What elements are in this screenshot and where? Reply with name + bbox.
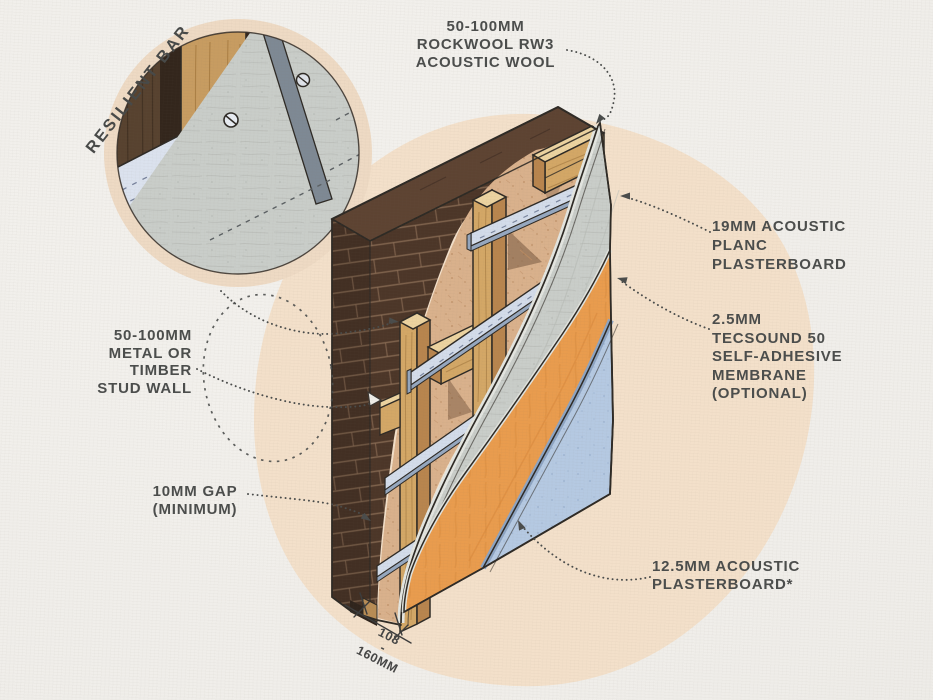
- label-line: 10MM GAP: [152, 483, 238, 500]
- arrow-tecsound: [617, 277, 628, 284]
- label-gap: 10MM GAP (MINIMUM): [140, 483, 250, 519]
- label-line: 12.5MM ACOUSTIC: [652, 558, 801, 575]
- dimension-marker: [344, 592, 412, 644]
- label-line: 19MM ACOUSTIC: [712, 218, 847, 235]
- leader-gap: [247, 493, 369, 519]
- detail-callout: [104, 19, 372, 287]
- label-line: (MINIMUM): [152, 501, 238, 518]
- label-line: PLANC: [712, 237, 768, 254]
- acoustic-plasterboard-layer: [480, 318, 619, 573]
- label-line: PLASTERBOARD*: [652, 576, 794, 593]
- wall-outlines: [331, 106, 614, 626]
- label-line: (OPTIONAL): [712, 385, 808, 402]
- label-board125: 12.5MM ACOUSTIC PLASTERBOARD*: [652, 558, 832, 594]
- label-line: METAL OR: [108, 344, 192, 362]
- resilient-bar-1: [466, 172, 602, 252]
- label-planc: 19MM ACOUSTIC PLANC PLASTERBOARD: [712, 217, 882, 274]
- label-line: TIMBER: [129, 362, 192, 379]
- leader-planc: [624, 196, 711, 233]
- detail-screw-board: [295, 72, 311, 88]
- label-line: 2.5MM: [712, 311, 762, 328]
- label-line: ROCKWOOL RW3: [416, 36, 555, 53]
- leader-board125: [521, 525, 651, 581]
- label-rockwool: 50-100MM ROCKWOOL RW3 ACOUSTIC WOOL: [398, 18, 573, 72]
- label-line: SELF-ADHESIVE: [712, 348, 843, 365]
- arrow-rockwool: [596, 113, 605, 124]
- label-line: PLASTERBOARD: [712, 256, 847, 273]
- arrow-gap: [360, 512, 371, 521]
- label-line: STUD WALL: [97, 379, 192, 397]
- leader-rockwool: [566, 49, 616, 123]
- arrow-board125: [518, 520, 526, 531]
- detail-screw-bar: [223, 112, 239, 128]
- arrow-detail-connector: [388, 317, 399, 324]
- detail-plasterboard: [117, 32, 359, 274]
- label-line: 50-100MM: [113, 327, 192, 344]
- leader-detail-connector: [220, 290, 397, 335]
- brick-wall: [330, 106, 598, 626]
- label-tecsound: 2.5MM TECSOUND 50 SELF-ADHESIVE MEMBRANE…: [712, 311, 887, 404]
- arrow-stud-wall: [367, 390, 383, 407]
- label-line: 50-100MM: [446, 18, 525, 35]
- timber-noggin-small: [379, 391, 401, 436]
- wall-assembly: [330, 106, 620, 644]
- label-stud-wall: 50-100MM METAL OR TIMBER STUD WALL: [78, 327, 192, 397]
- label-line: ACOUSTIC WOOL: [415, 54, 556, 71]
- arrow-planc: [620, 192, 630, 200]
- label-line: MEMBRANE: [712, 366, 807, 384]
- detail-source-ellipse: [202, 293, 334, 463]
- label-line: TECSOUND 50: [712, 329, 826, 347]
- leader-arrowheads: [360, 113, 630, 531]
